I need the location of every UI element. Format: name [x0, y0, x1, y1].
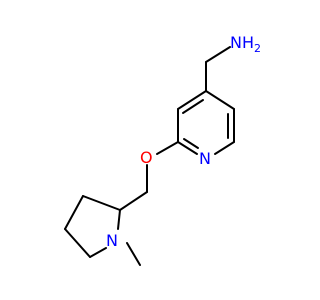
- bond-pyr-c5-n: [89, 247, 107, 258]
- pyridine-nitrogen-label: N: [199, 149, 211, 168]
- bond-pyr-c3-c4: [64, 195, 84, 230]
- bond-pyr-n-c2: [117, 209, 121, 230]
- amine-h-count: 2: [254, 42, 261, 55]
- amine-h-symbol: H: [242, 33, 254, 52]
- molecule-canvas: NH2 O N N: [64, 33, 261, 266]
- ether-oxygen-label: O: [140, 148, 153, 167]
- bond-ch2-nh2: [205, 46, 231, 63]
- amine-nitrogen-label: NH2: [230, 33, 261, 55]
- bond-c2-n1: [177, 141, 198, 155]
- bond-c4-c3-inner: [182, 99, 204, 114]
- bond-c6-n1: [214, 141, 235, 155]
- bond-c4-c5: [205, 90, 235, 110]
- amine-n-symbol: N: [230, 33, 242, 52]
- structure-drawing: NH2 O N N: [64, 33, 261, 266]
- bond-pyr-c4-c5: [64, 228, 91, 258]
- bond-c2-o: [156, 141, 179, 155]
- bond-c2-n1-inner: [183, 138, 199, 149]
- pyrrolidine-nitrogen-label: N: [106, 231, 118, 250]
- bond-n-methyl: [126, 242, 141, 266]
- bond-pyr-c2-c3: [82, 195, 121, 211]
- bond-ch2-c2-pyrrolidine: [119, 191, 148, 211]
- bond-c4-c3: [177, 90, 207, 110]
